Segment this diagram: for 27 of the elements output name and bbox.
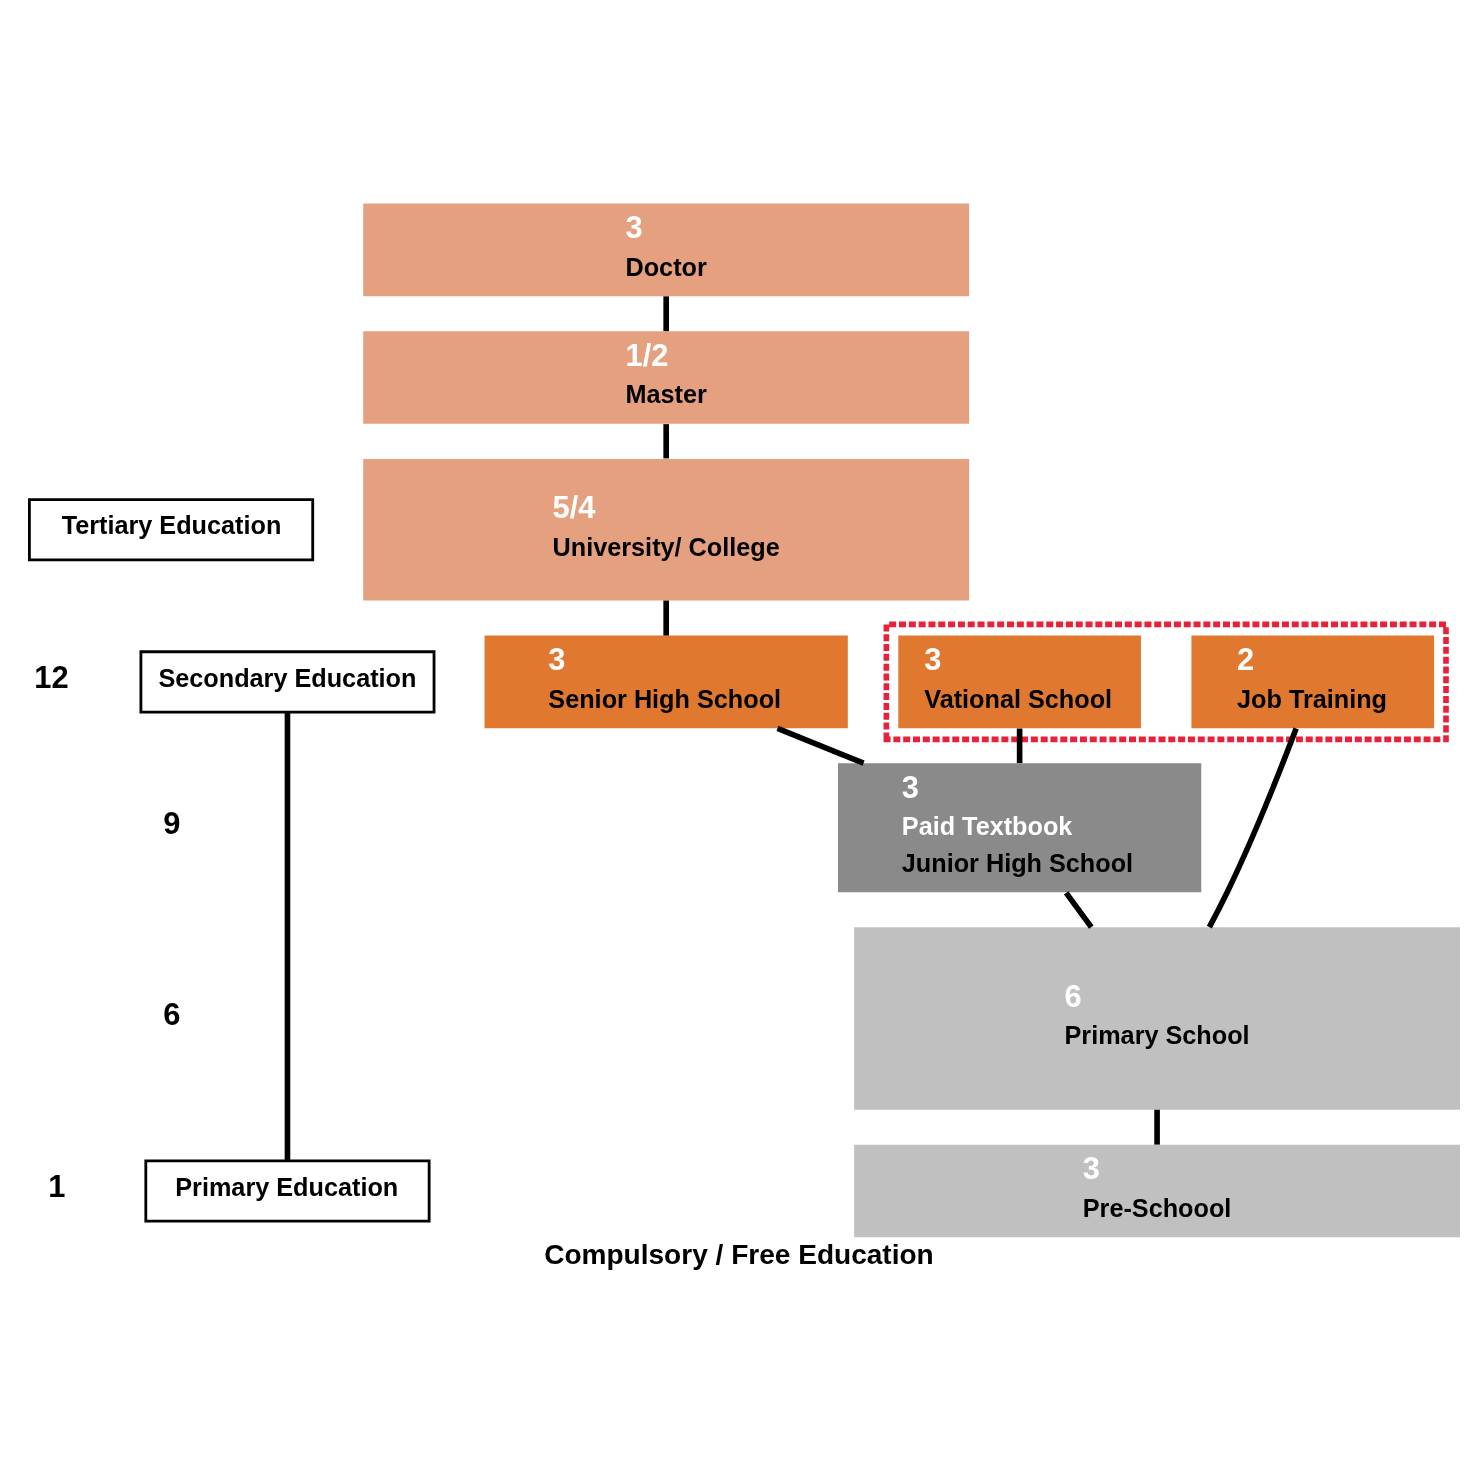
node-box: 1/2 Master xyxy=(363,331,970,424)
connector xyxy=(1063,891,1094,929)
node-box: 3 Vational School xyxy=(898,635,1141,729)
node-box: 3 Paid Textbook Junior High School xyxy=(838,763,1202,893)
cluster xyxy=(883,621,1449,743)
connector xyxy=(663,600,669,636)
node-box: 6 Primary School xyxy=(854,927,1461,1110)
connector xyxy=(284,712,291,1161)
node-box: 3 Pre-Schoool xyxy=(854,1144,1461,1238)
node-box: 3 Doctor xyxy=(363,203,970,297)
node-box: Secondary Education xyxy=(139,650,436,714)
connector xyxy=(776,725,865,766)
connector xyxy=(1016,728,1023,764)
label: 9 xyxy=(163,806,181,842)
caption: Compulsory / Free Education xyxy=(544,1238,934,1270)
label: 1 xyxy=(48,1169,66,1205)
connector xyxy=(1154,1109,1160,1145)
node-box: Tertiary Education xyxy=(28,498,315,562)
connector xyxy=(1206,727,1299,929)
node-box: Primary Education xyxy=(144,1159,431,1223)
node-box: 3 Senior High School xyxy=(484,635,848,729)
node-box: 5/4 University/ College xyxy=(363,458,970,601)
connector xyxy=(663,296,669,332)
connector xyxy=(663,424,669,459)
label: 12 xyxy=(34,660,69,696)
label: 6 xyxy=(163,996,181,1032)
node-box: 2 Job Training xyxy=(1191,635,1435,729)
